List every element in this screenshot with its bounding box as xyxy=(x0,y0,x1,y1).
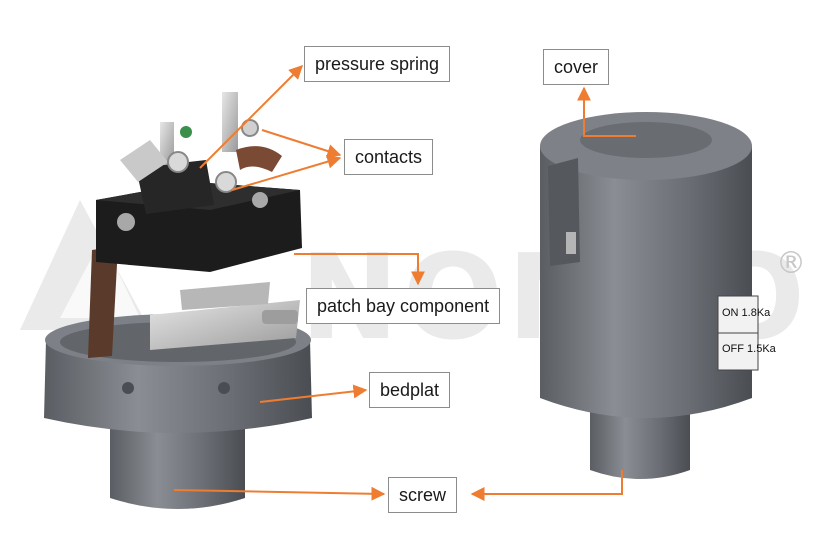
callout-arrows xyxy=(173,65,636,501)
brown-lever xyxy=(88,246,118,358)
label-contacts: contacts xyxy=(344,139,434,175)
contacts-part xyxy=(120,92,282,193)
arrow-contacts-lower xyxy=(231,154,342,191)
closed-switch: ON 1.8Ka OFF 1.5Ka xyxy=(540,112,777,479)
open-switch xyxy=(44,92,312,509)
registered-mark: ® xyxy=(776,246,806,281)
label-pressure-spring: pressure spring xyxy=(304,46,451,82)
sticker-off-text: OFF 1.5Ka xyxy=(722,343,777,355)
arrow-screw-right xyxy=(470,470,623,501)
sticker-on-text: ON 1.8Ka xyxy=(722,307,771,319)
arrow-pressure-spring xyxy=(199,65,303,169)
label-patch-bay-component: patch bay component xyxy=(306,288,501,324)
label-screw: screw xyxy=(388,477,458,513)
arrow-cover xyxy=(577,86,636,137)
label-bedplat: bedplat xyxy=(369,372,451,408)
cover-screw-part xyxy=(590,400,690,479)
arrow-contacts-upper xyxy=(261,129,342,158)
arrow-bedplat xyxy=(259,384,368,403)
cover-part xyxy=(540,112,752,418)
pressure-sticker xyxy=(717,295,759,371)
arrow-screw-left xyxy=(173,486,386,501)
mechanism-plate xyxy=(150,282,300,350)
label-cover: cover xyxy=(543,49,610,85)
patch-bay-part xyxy=(96,160,302,272)
arrow-patch-bay xyxy=(294,253,425,286)
